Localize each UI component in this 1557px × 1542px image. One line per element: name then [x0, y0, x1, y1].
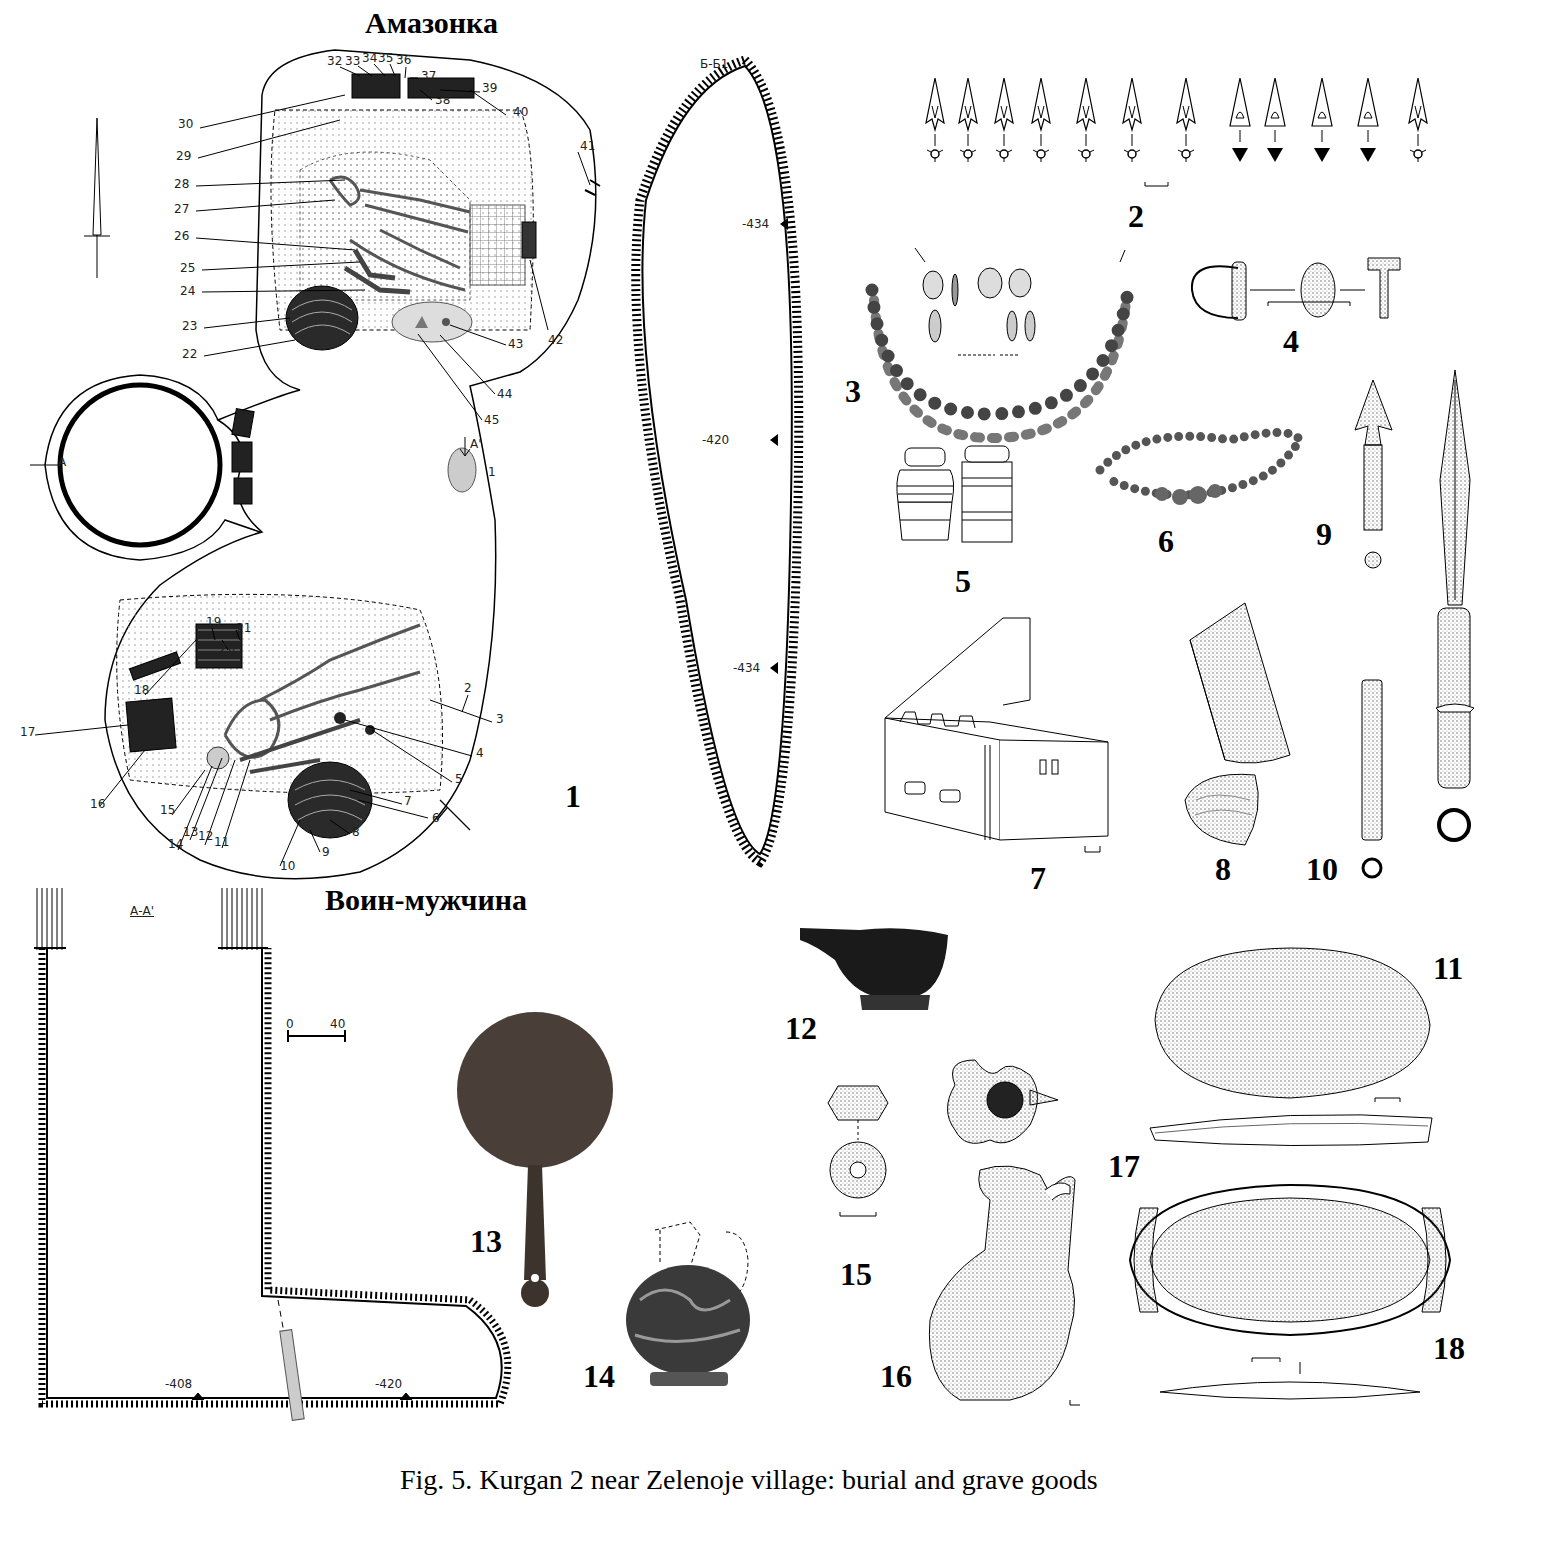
- callout-number: 20: [220, 642, 235, 654]
- callout-number: 10: [280, 860, 295, 872]
- necklace: [872, 248, 1128, 438]
- callout-number: 7: [404, 795, 412, 807]
- figure-number: 8: [1215, 853, 1231, 885]
- callout-number: 6: [432, 812, 440, 824]
- callout-number: 26: [174, 230, 189, 242]
- callout-number: -420: [375, 1378, 402, 1390]
- section-label: А-А': [130, 905, 154, 917]
- figure-number: 12: [785, 1012, 817, 1044]
- callout-number: 17: [20, 726, 35, 738]
- callout-number: 21: [236, 622, 251, 634]
- callout-number: 44: [497, 388, 512, 400]
- burial-plan: [30, 50, 600, 879]
- callout-number: 25: [180, 262, 195, 274]
- callout-number: 40: [330, 1018, 345, 1030]
- callout-number: 42: [548, 334, 563, 346]
- figure-number: 4: [1283, 325, 1299, 357]
- callout-number: 14: [168, 838, 183, 850]
- callout-number: 27: [174, 203, 189, 215]
- figure-number: 10: [1306, 853, 1338, 885]
- callout-number: 15: [160, 804, 175, 816]
- figure-number: 14: [583, 1360, 615, 1392]
- pyxides: [897, 446, 1012, 542]
- callout-number: 13: [183, 826, 198, 838]
- figure-number: 3: [845, 375, 861, 407]
- arrowheads: [926, 78, 1427, 186]
- callout-number: 12: [198, 830, 213, 842]
- bead-string: [1100, 433, 1300, 506]
- callout-number: 16: [90, 798, 105, 810]
- callout-number: 11: [214, 836, 229, 848]
- callout-number: 45: [484, 414, 499, 426]
- callout-number: 28: [174, 178, 189, 190]
- callout-number: -420: [702, 434, 729, 446]
- casket: [885, 618, 1108, 852]
- callout-number: 30: [178, 118, 193, 130]
- figure-number: 15: [840, 1258, 872, 1290]
- figure-caption: Fig. 5. Kurgan 2 near Zelenoje village: …: [400, 1466, 1098, 1494]
- callout-number: 39: [482, 82, 497, 94]
- callout-number: 33: [345, 55, 360, 67]
- callout-number: 38: [435, 94, 450, 106]
- callout-number: 23: [182, 320, 197, 332]
- ring: [1192, 258, 1400, 320]
- cone: [1185, 603, 1290, 845]
- figure-number: 7: [1030, 862, 1046, 894]
- figure-number: 18: [1433, 1332, 1465, 1364]
- callout-number: А: [58, 456, 66, 468]
- figure-number: 11: [1433, 952, 1463, 984]
- glass-jug: [626, 1222, 750, 1386]
- callout-number: А': [470, 438, 482, 450]
- figure-number: 16: [880, 1360, 912, 1392]
- burial-label: Воин-мужчина: [325, 885, 527, 915]
- callout-number: 8: [352, 826, 360, 838]
- section-a-a1: [34, 888, 508, 1420]
- callout-number: 1: [488, 466, 496, 478]
- callout-number: 40: [513, 106, 528, 118]
- callout-number: 35: [378, 52, 393, 64]
- callout-number: 37: [421, 70, 436, 82]
- figure-number: 13: [470, 1225, 502, 1257]
- callout-number: 2: [464, 682, 472, 694]
- north-arrow: [84, 118, 110, 278]
- spindle-whorl: [828, 1086, 888, 1216]
- callout-number: 29: [176, 150, 191, 162]
- callout-number: 32: [327, 55, 342, 67]
- callout-number: 5: [455, 773, 463, 785]
- callout-number: -434: [733, 662, 760, 674]
- figure-number: 5: [955, 565, 971, 597]
- callout-number: -434: [742, 218, 769, 230]
- burial-label: Амазонка: [365, 8, 498, 38]
- black-cup: [800, 928, 948, 1010]
- spear-and-arrow: [1355, 370, 1474, 877]
- callout-number: 34: [362, 52, 377, 64]
- callout-number: 3: [496, 713, 504, 725]
- callout-number: 41: [580, 140, 595, 152]
- callout-number: 0: [286, 1018, 294, 1030]
- figure-number: 1: [565, 780, 581, 812]
- jug: [929, 1060, 1080, 1405]
- dishes: [1130, 948, 1450, 1399]
- mirror: [457, 1012, 613, 1307]
- figure-number: 9: [1316, 518, 1332, 550]
- callout-number: 22: [182, 348, 197, 360]
- callout-number: 43: [508, 338, 523, 350]
- figure-number: 2: [1128, 200, 1144, 232]
- callout-number: 18: [134, 684, 149, 696]
- callout-number: 4: [476, 747, 484, 759]
- section-b-b1: [636, 60, 799, 862]
- callout-number: 36: [396, 54, 411, 66]
- callout-number: Б-Б1: [700, 58, 728, 70]
- figure-number: 6: [1158, 525, 1174, 557]
- figure-number: 17: [1108, 1150, 1140, 1182]
- callout-number: 24: [180, 285, 195, 297]
- callout-number: -408: [165, 1378, 192, 1390]
- callout-number: 19: [206, 616, 221, 628]
- callout-number: 9: [322, 846, 330, 858]
